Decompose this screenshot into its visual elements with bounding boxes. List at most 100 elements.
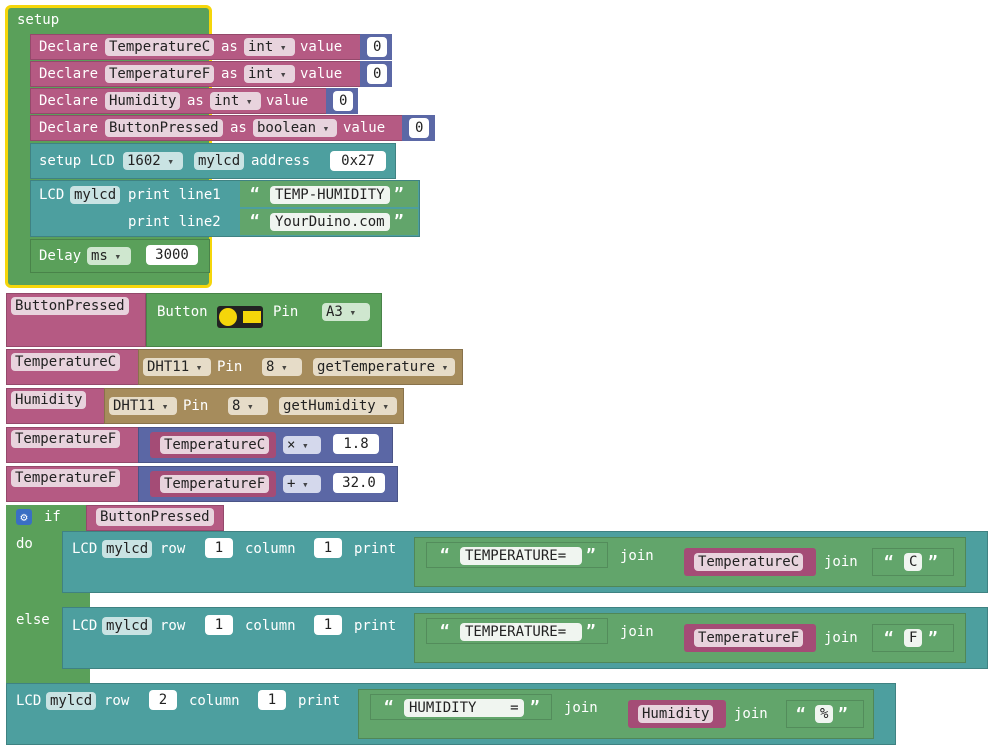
type-dropdown[interactable]: boolean: [253, 119, 337, 137]
number-input[interactable]: 1.8: [333, 434, 379, 454]
value-label: value: [343, 120, 386, 136]
as-label: as: [221, 39, 238, 55]
value-input[interactable]: 0: [333, 91, 354, 111]
quote-open: “: [440, 621, 450, 640]
pin-label: Pin: [217, 359, 243, 375]
lcd-name-field[interactable]: mylcd: [70, 186, 121, 204]
declare-keyword: Declare: [39, 93, 99, 109]
delay-input[interactable]: 3000: [146, 245, 198, 265]
quote-open: “: [384, 697, 394, 716]
address-input[interactable]: 0x27: [330, 151, 386, 171]
value-input[interactable]: 0: [367, 37, 388, 57]
quote-close: ”: [394, 211, 404, 230]
function-dropdown[interactable]: getTemperature: [313, 358, 455, 376]
quote-close: ”: [838, 704, 848, 723]
var-ref-field[interactable]: TemperatureC: [694, 553, 804, 571]
join-label: join: [620, 548, 654, 564]
text-input[interactable]: %: [815, 705, 834, 723]
var-ref-field[interactable]: TemperatureF: [694, 629, 804, 647]
quote-close: ”: [586, 621, 596, 640]
lcd-label: LCD: [39, 187, 65, 203]
quote-close: ”: [928, 628, 938, 647]
quote-close: ”: [586, 545, 596, 564]
var-name-field[interactable]: ButtonPressed: [105, 119, 223, 137]
delay-unit-dropdown[interactable]: ms: [87, 247, 131, 265]
var-ref-field[interactable]: TemperatureC: [160, 436, 270, 454]
function-dropdown[interactable]: getHumidity: [279, 397, 397, 415]
pin-dropdown[interactable]: A3: [322, 303, 370, 321]
row-input[interactable]: 2: [149, 690, 177, 710]
text-input[interactable]: C: [904, 553, 923, 571]
var-name-field[interactable]: TemperatureF: [11, 469, 121, 487]
var-name-field[interactable]: TemperatureC: [11, 353, 121, 371]
column-input[interactable]: 1: [314, 538, 342, 558]
button-module-icon: [217, 306, 263, 328]
pin-dropdown[interactable]: 8: [228, 397, 268, 415]
var-name-field[interactable]: TemperatureF: [105, 65, 215, 83]
print-label: print: [298, 693, 341, 709]
var-ref-field[interactable]: Humidity: [638, 705, 714, 723]
row-label: row: [160, 541, 186, 557]
pin-dropdown[interactable]: 8: [262, 358, 302, 376]
var-name-field[interactable]: TemperatureC: [105, 38, 215, 56]
var-ref-field[interactable]: ButtonPressed: [96, 508, 214, 526]
do-label: do: [16, 536, 33, 552]
row-input[interactable]: 1: [205, 615, 233, 635]
sensor-dropdown[interactable]: DHT11: [109, 397, 177, 415]
print-line1-label: print line1: [128, 187, 221, 203]
value-input[interactable]: 0: [367, 64, 388, 84]
declare-keyword: Declare: [39, 39, 99, 55]
lcd-model-dropdown[interactable]: 1602: [123, 152, 183, 170]
lcd-name-field[interactable]: mylcd: [46, 692, 97, 710]
quote-open: “: [440, 545, 450, 564]
join-label: join: [734, 706, 768, 722]
address-label: address: [251, 153, 311, 169]
quote-open: “: [250, 211, 260, 230]
quote-close: ”: [394, 184, 404, 203]
value-input[interactable]: 0: [409, 118, 430, 138]
operator-dropdown[interactable]: +: [283, 475, 321, 493]
type-dropdown[interactable]: int: [210, 92, 261, 110]
pin-label: Pin: [183, 398, 209, 414]
var-ref-field[interactable]: TemperatureF: [160, 475, 270, 493]
text-input[interactable]: TEMPERATURE=: [460, 547, 582, 565]
gear-icon[interactable]: ⚙: [16, 509, 32, 525]
column-label: column: [189, 693, 240, 709]
lcd-label: LCD: [72, 618, 98, 634]
lcd-label: LCD: [16, 693, 42, 709]
var-name-field[interactable]: Humidity: [11, 391, 87, 409]
text-input[interactable]: TEMP-HUMIDITY: [270, 186, 390, 204]
lcd-name-field[interactable]: mylcd: [102, 617, 153, 635]
join-label: join: [620, 624, 654, 640]
join-label: join: [824, 630, 858, 646]
column-input[interactable]: 1: [314, 615, 342, 635]
print-label: print: [354, 541, 397, 557]
declare-keyword: Declare: [39, 120, 99, 136]
text-input[interactable]: YourDuino.com: [270, 213, 390, 231]
text-input[interactable]: HUMIDITY =: [404, 699, 524, 717]
type-dropdown[interactable]: int: [244, 38, 295, 56]
lcd-name-field[interactable]: mylcd: [194, 152, 245, 170]
lcd-name-field[interactable]: mylcd: [102, 540, 153, 558]
value-label: value: [266, 93, 309, 109]
column-label: column: [245, 541, 296, 557]
operator-dropdown[interactable]: ×: [283, 436, 321, 454]
quote-close: ”: [530, 697, 540, 716]
quote-open: “: [796, 704, 806, 723]
var-name-field[interactable]: Humidity: [105, 92, 181, 110]
text-input[interactable]: TEMPERATURE=: [460, 623, 582, 641]
type-dropdown[interactable]: int: [244, 65, 295, 83]
var-name-field[interactable]: ButtonPressed: [11, 297, 129, 315]
column-input[interactable]: 1: [258, 690, 286, 710]
else-label: else: [16, 612, 50, 628]
row-input[interactable]: 1: [205, 538, 233, 558]
text-input[interactable]: F: [904, 629, 923, 647]
as-label: as: [187, 93, 204, 109]
sensor-dropdown[interactable]: DHT11: [143, 358, 211, 376]
quote-open: “: [250, 184, 260, 203]
setup-label: setup: [17, 12, 60, 28]
declare-keyword: Declare: [39, 66, 99, 82]
lcd-label: LCD: [72, 541, 98, 557]
number-input[interactable]: 32.0: [333, 473, 385, 493]
var-name-field[interactable]: TemperatureF: [11, 430, 121, 448]
